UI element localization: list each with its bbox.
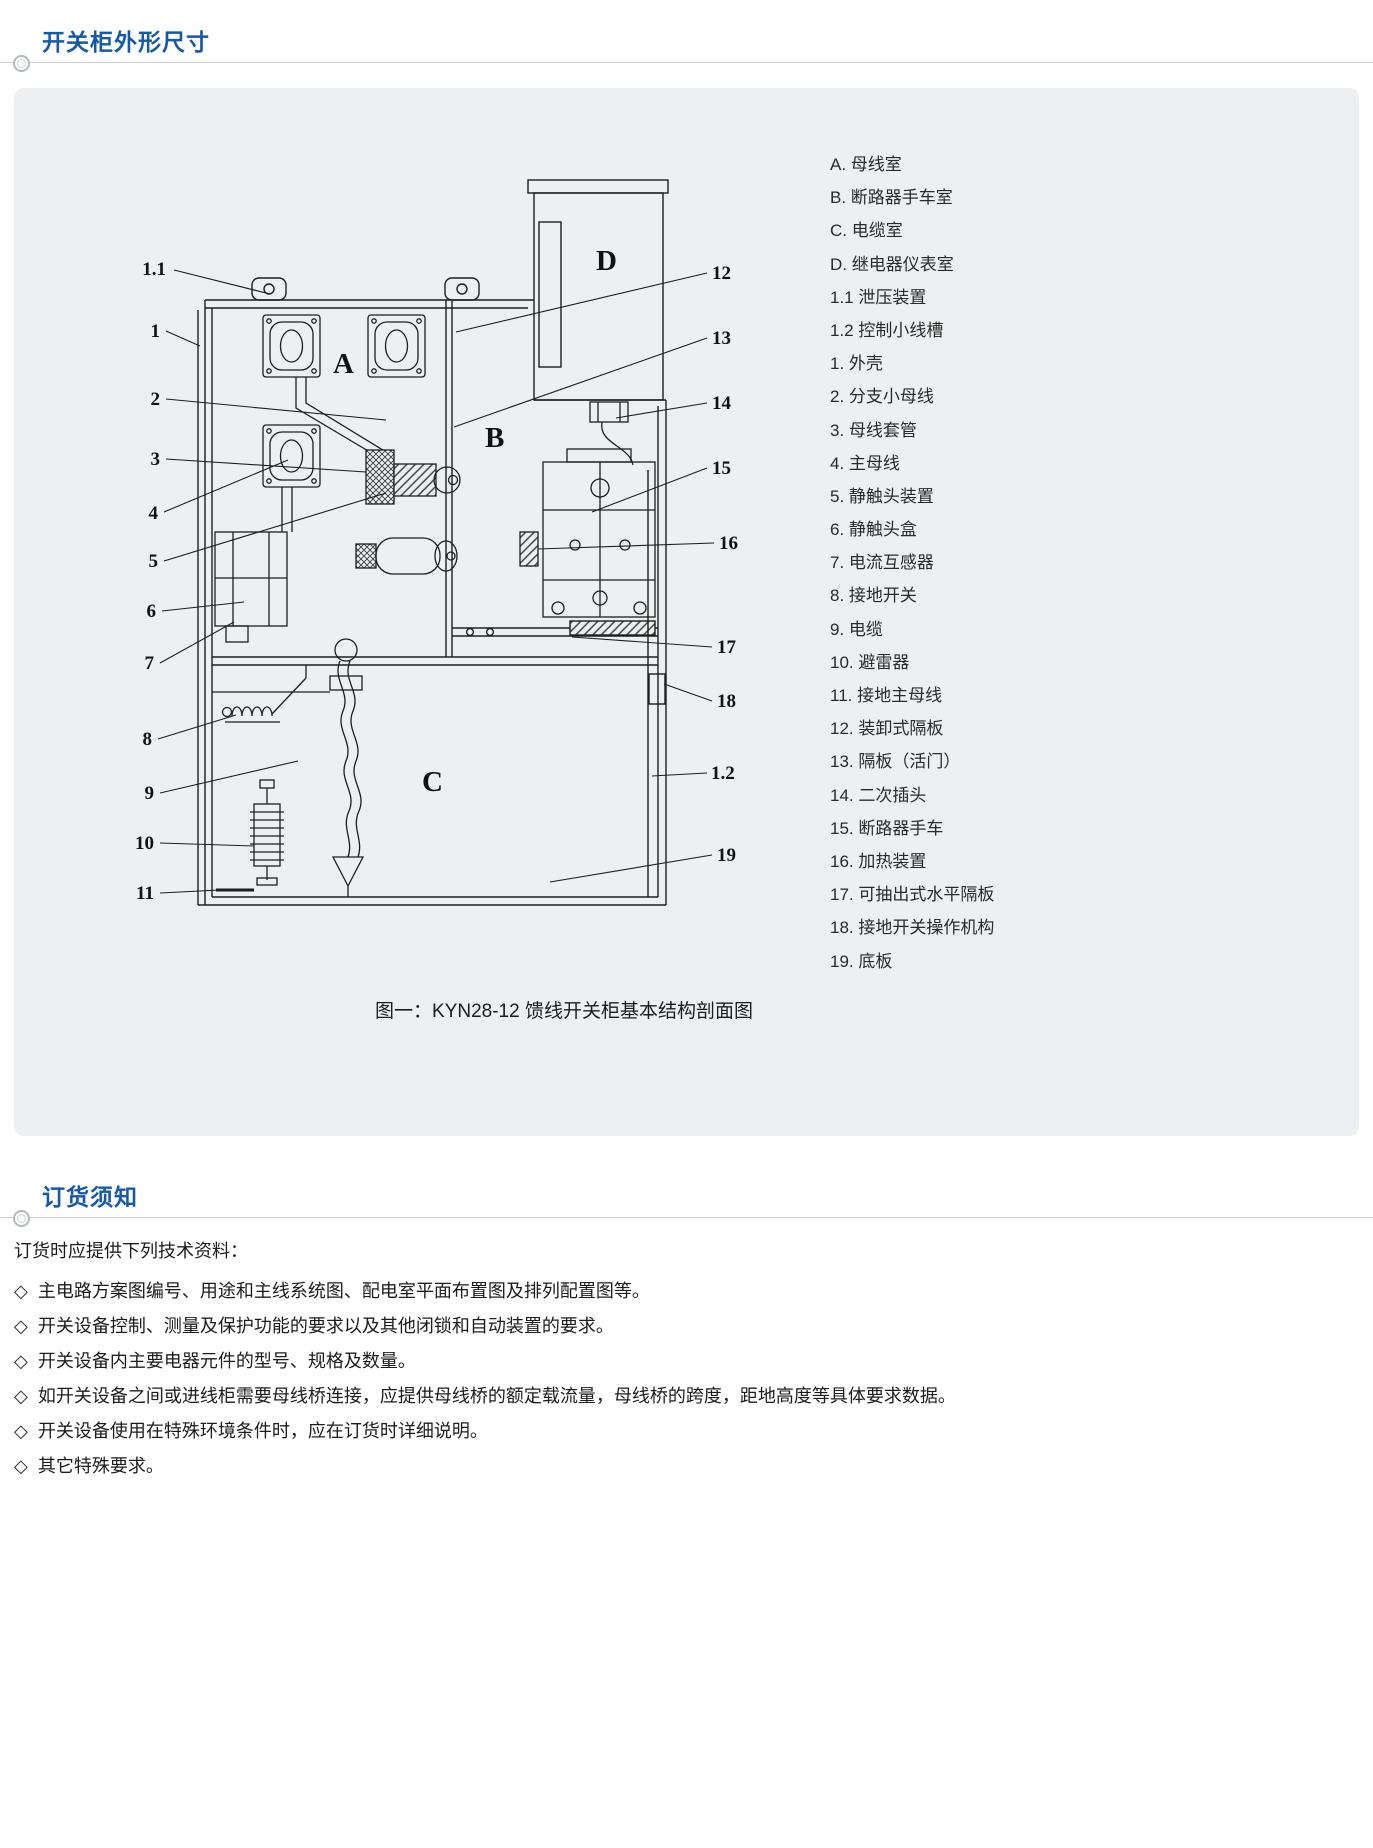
divider-line xyxy=(0,1217,1373,1218)
callout-label: 4 xyxy=(149,503,159,524)
diamond-bullet-icon: ◇ xyxy=(14,1316,28,1336)
ordering-note-text: 开关设备内主要电器元件的型号、规格及数量。 xyxy=(37,1351,416,1371)
compartment-labels: A B C D xyxy=(333,245,617,798)
callout-label: 1 xyxy=(151,321,161,342)
legend-item: 9. 电缆 xyxy=(830,619,883,639)
section-title: 开关柜外形尺寸 xyxy=(42,29,210,55)
callout-labels: 1.1 1 2 3 4 5 6 7 8 9 10 11 12 13 14 15 … xyxy=(135,259,738,904)
compartment-label: A xyxy=(333,348,354,380)
ordering-note-text: 开关设备控制、测量及保护功能的要求以及其他闭锁和自动装置的要求。 xyxy=(37,1316,614,1336)
legend-item: 6. 静触头盒 xyxy=(830,520,917,540)
legend-item: 3. 母线套管 xyxy=(830,420,917,440)
callout-label: 5 xyxy=(149,551,159,572)
diamond-bullet-icon: ◇ xyxy=(14,1281,28,1301)
divider-line xyxy=(0,62,1373,63)
ordering-note-text: 主电路方案图编号、用途和主线系统图、配电室平面布置图及排列配置图等。 xyxy=(37,1281,650,1301)
callout-label: 3 xyxy=(151,449,161,470)
legend-item: C. 电缆室 xyxy=(830,221,903,241)
leader-lines xyxy=(157,269,715,894)
legend-item: 19. 底板 xyxy=(830,951,893,971)
callout-label: 14 xyxy=(712,393,732,414)
parts-legend: A. 母线室 B. 断路器手车室 C. 电缆室 D. 继电器仪表室 1.1 泄压… xyxy=(830,148,1160,978)
legend-item: 1.2 控制小线槽 xyxy=(830,320,944,340)
busbar-assemblies xyxy=(262,314,426,532)
callout-label: 17 xyxy=(717,637,737,658)
legend-item: 10. 避雷器 xyxy=(830,652,910,672)
legend-item: 1.1 泄压装置 xyxy=(830,287,927,307)
diamond-bullet-icon: ◇ xyxy=(14,1421,28,1441)
ordering-note-text: 如开关设备之间或进线柜需要母线桥连接，应提供母线桥的额定载流量，母线桥的跨度，距… xyxy=(37,1386,956,1406)
legend-item: 2. 分支小母线 xyxy=(830,387,934,407)
contact-assemblies xyxy=(355,449,461,575)
legend-item: 17. 可抽出式水平隔板 xyxy=(830,885,995,905)
callout-label: 6 xyxy=(147,601,157,622)
figure-caption: 图一：KYN28-12 馈线开关柜基本结构剖面图 xyxy=(375,1001,753,1022)
ring-icon xyxy=(13,1210,30,1227)
section-title: 订货须知 xyxy=(42,1184,138,1210)
compartment-label: D xyxy=(596,245,617,277)
diamond-bullet-icon: ◇ xyxy=(14,1386,28,1406)
legend-item: 8. 接地开关 xyxy=(830,586,917,606)
ordering-note-item: ◇ 开关设备使用在特殊环境条件时，应在订货时详细说明。 xyxy=(14,1418,1364,1444)
cabinet-structure xyxy=(197,179,669,906)
legend-item: 11. 接地主母线 xyxy=(830,686,943,705)
callout-label: 8 xyxy=(143,729,153,750)
callout-label: 1.1 xyxy=(142,259,166,280)
diamond-bullet-icon: ◇ xyxy=(14,1351,28,1371)
figure-panel: A B C D 1.1 1 2 3 4 5 6 7 8 9 10 11 12 1… xyxy=(14,88,1359,1136)
callout-label: 16 xyxy=(719,533,738,554)
legend-item: 4. 主母线 xyxy=(830,453,900,473)
legend-item: B. 断路器手车室 xyxy=(830,188,953,208)
legend-item: 7. 电流互感器 xyxy=(830,553,934,573)
ordering-note-item: ◇ 如开关设备之间或进线柜需要母线桥连接，应提供母线桥的额定载流量，母线桥的跨度… xyxy=(14,1383,1364,1409)
legend-item: 5. 静触头装置 xyxy=(830,486,934,506)
legend-item: A. 母线室 xyxy=(830,155,902,174)
callout-label: 11 xyxy=(136,883,154,904)
legend-item: 14. 二次插头 xyxy=(830,785,927,805)
legend-item: 1. 外壳 xyxy=(830,354,883,374)
ordering-note-item: ◇ 开关设备内主要电器元件的型号、规格及数量。 xyxy=(14,1348,1364,1374)
callout-label: 18 xyxy=(717,691,736,712)
legend-item: 13. 隔板（活门） xyxy=(830,752,961,772)
ordering-note-text: 其它特殊要求。 xyxy=(37,1456,164,1476)
callout-label: 2 xyxy=(151,389,161,410)
legend-item: 15. 断路器手车 xyxy=(830,818,944,838)
callout-label: 9 xyxy=(145,783,155,804)
section-header-ordering: 订货须知 xyxy=(0,1155,1373,1227)
callout-label: 13 xyxy=(712,328,731,349)
cable-compartment-parts xyxy=(212,531,365,897)
legend-item: D. 继电器仪表室 xyxy=(830,254,954,274)
cabinet-cross-section-diagram: A B C D 1.1 1 2 3 4 5 6 7 8 9 10 11 12 1… xyxy=(135,179,738,906)
callout-label: 7 xyxy=(145,653,155,674)
diamond-bullet-icon: ◇ xyxy=(14,1456,28,1476)
ordering-note-item: ◇ 其它特殊要求。 xyxy=(14,1453,1364,1479)
legend-item: 18. 接地开关操作机构 xyxy=(830,918,995,938)
ordering-note-text: 开关设备使用在特殊环境条件时，应在订货时详细说明。 xyxy=(37,1421,488,1441)
ordering-note-item: ◇ 主电路方案图编号、用途和主线系统图、配电室平面布置图及排列配置图等。 xyxy=(14,1278,1364,1304)
callout-label: 1.2 xyxy=(711,763,735,784)
legend-item: 12. 装卸式隔板 xyxy=(830,719,944,739)
compartment-label: B xyxy=(485,422,504,454)
section-header-dimensions: 开关柜外形尺寸 xyxy=(0,0,1373,72)
ordering-intro: 订货时应提供下列技术资料： xyxy=(14,1241,248,1261)
legend-item: 16. 加热装置 xyxy=(830,851,927,871)
breaker-handcart xyxy=(519,401,656,618)
compartment-label: C xyxy=(422,766,443,798)
callout-label: 12 xyxy=(712,263,731,284)
ordering-note-item: ◇ 开关设备控制、测量及保护功能的要求以及其他闭锁和自动装置的要求。 xyxy=(14,1313,1364,1339)
callout-label: 19 xyxy=(717,845,736,866)
callout-label: 10 xyxy=(135,833,154,854)
callout-label: 15 xyxy=(712,458,731,479)
ordering-notes: 订货时应提供下列技术资料： ◇ 主电路方案图编号、用途和主线系统图、配电室平面布… xyxy=(14,1238,1364,1488)
ring-icon xyxy=(13,55,30,72)
